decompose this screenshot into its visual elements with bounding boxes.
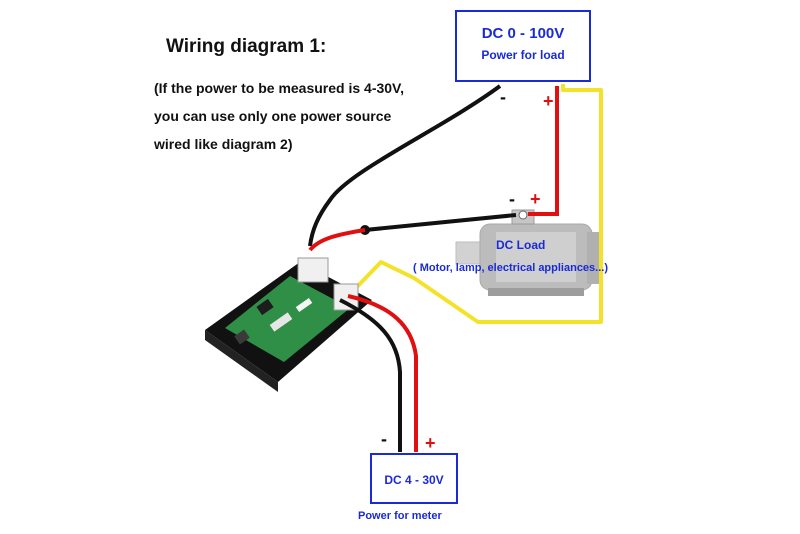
load-supply-caption: Power for load: [481, 48, 565, 62]
dc-load-description: ( Motor, lamp, electrical appliances...): [413, 262, 609, 274]
note-line-3: wired like diagram 2): [154, 136, 293, 152]
wiring-note: (If the power to be measured is 4-30V, y…: [154, 74, 404, 158]
black-wire-load: [308, 84, 502, 247]
red-wire-load: [528, 86, 559, 216]
dc-load-title: DC Load: [496, 238, 546, 252]
meter-power-supply: DC 4 - 30V: [370, 453, 458, 504]
load-plus: +: [530, 189, 541, 209]
yellow-wire: [350, 84, 603, 324]
load-power-supply: DC 0 - 100V Power for load: [455, 10, 591, 82]
diagram-heading: Wiring diagram 1:: [166, 36, 327, 57]
meter-supply-minus: -: [381, 429, 387, 449]
dc-load-motor: [455, 209, 599, 296]
black-wire-meter: [339, 298, 402, 452]
load-minus: -: [509, 189, 515, 209]
load-supply-voltage: DC 0 - 100V: [481, 25, 565, 42]
red-wire-shunt: [308, 228, 366, 252]
meter-supply-plus: +: [425, 433, 436, 453]
red-wire-meter: [347, 294, 418, 452]
meter-supply-caption: Power for meter: [358, 510, 442, 522]
meter-supply-voltage: DC 4 - 30V: [384, 473, 444, 487]
load-supply-plus: +: [543, 91, 554, 111]
note-line-1: (If the power to be measured is 4-30V,: [154, 80, 405, 96]
voltmeter-module: [205, 257, 372, 392]
load-supply-minus: -: [500, 87, 506, 107]
note-line-2: you can use only one power source: [154, 108, 392, 124]
